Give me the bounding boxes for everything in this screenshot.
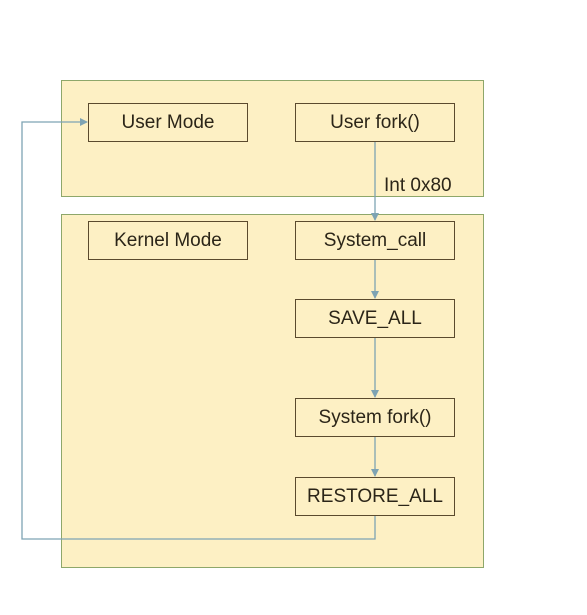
- restore-all-label: RESTORE_ALL: [307, 485, 443, 507]
- interrupt-edge-label: Int 0x80: [384, 175, 452, 196]
- user-mode-label: User Mode: [121, 111, 215, 133]
- user-fork-box: User fork(): [295, 103, 455, 142]
- save-all-box: SAVE_ALL: [295, 299, 455, 338]
- system-fork-label: System fork(): [318, 406, 432, 428]
- save-all-label: SAVE_ALL: [328, 307, 422, 329]
- restore-all-box: RESTORE_ALL: [295, 477, 455, 516]
- user-fork-label: User fork(): [330, 111, 420, 133]
- user-mode-box: User Mode: [88, 103, 248, 142]
- return-path-restore-all-to-user-mode: [21, 118, 376, 540]
- system-call-box: System_call: [295, 221, 455, 260]
- kernel-mode-label: Kernel Mode: [114, 229, 222, 251]
- system-call-label: System_call: [323, 229, 427, 251]
- system-fork-box: System fork(): [295, 398, 455, 437]
- kernel-mode-box: Kernel Mode: [88, 221, 248, 260]
